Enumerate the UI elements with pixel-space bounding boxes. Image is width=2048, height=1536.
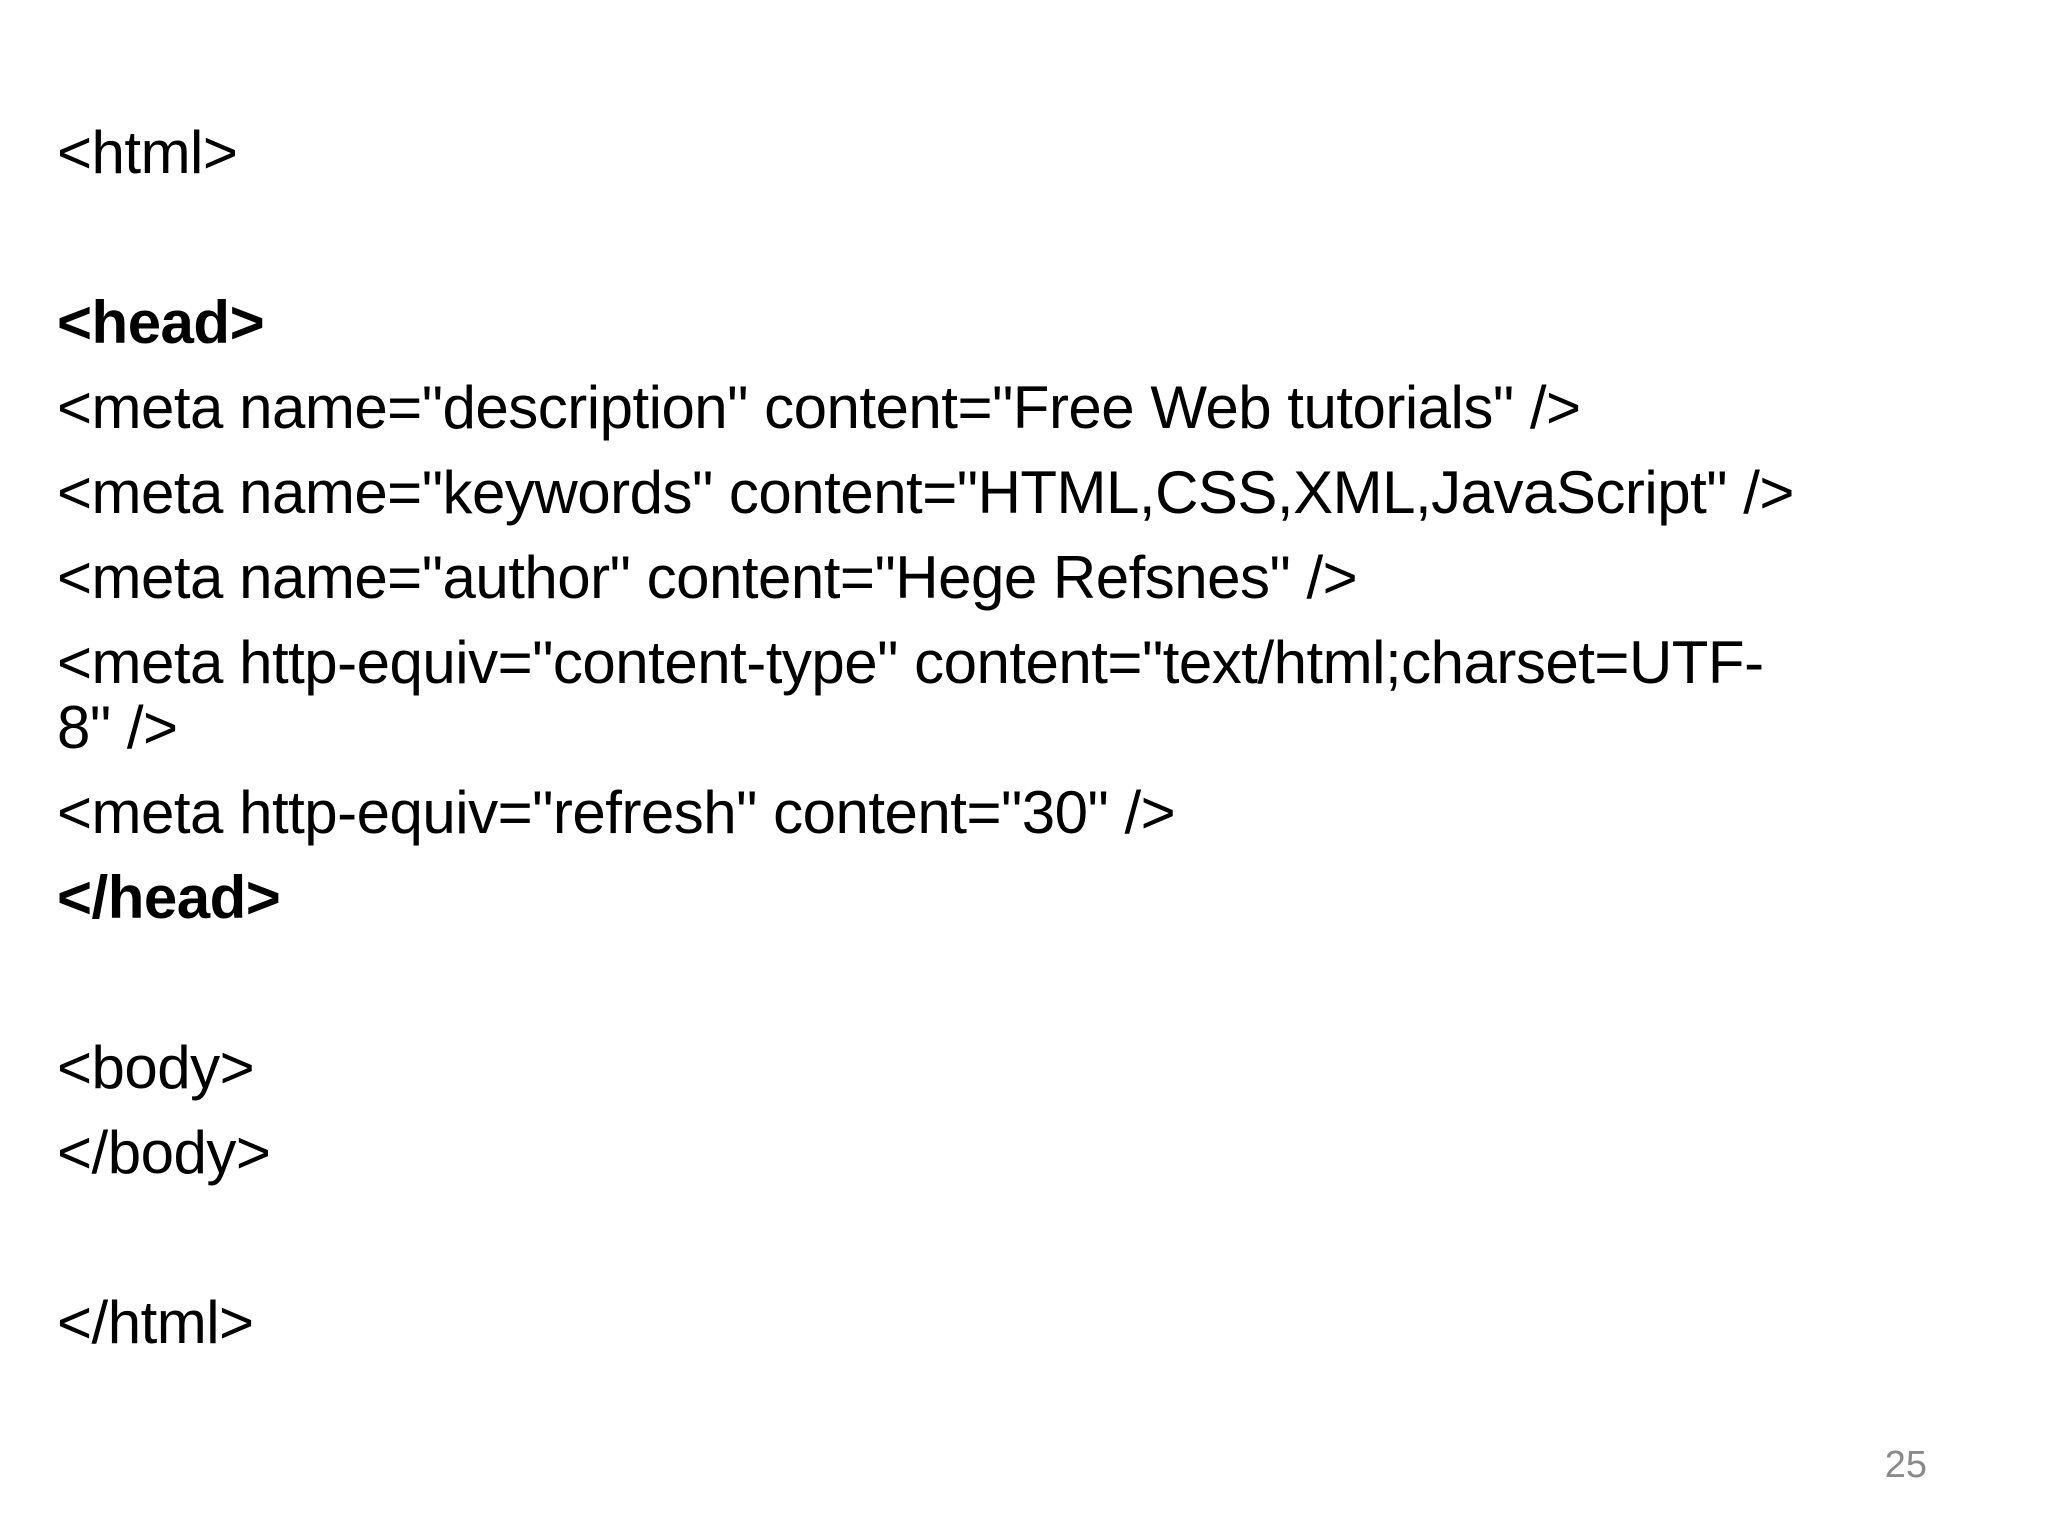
code-block: <html> <head> <meta name="description" con… — [57, 120, 2022, 1375]
code-line: <body> — [57, 1034, 255, 1101]
code-line: <html> — [57, 119, 238, 186]
code-line: <meta http-equiv="content-type" content=… — [57, 629, 1764, 761]
code-line: <meta name="description" content="Free W… — [57, 374, 1581, 441]
code-blank-line — [57, 1205, 2022, 1270]
code-line: <meta name="author" content="Hege Refsne… — [57, 544, 1358, 611]
code-blank-line — [57, 950, 2022, 1015]
code-line: <meta http-equiv="refresh" content="30" … — [57, 779, 1176, 846]
code-line: </body> — [57, 1119, 271, 1186]
code-blank-line — [57, 205, 2022, 270]
code-line: <head> — [57, 289, 265, 356]
code-line: </head> — [57, 864, 281, 931]
page-number: 25 — [1884, 1444, 1927, 1486]
code-line: </html> — [57, 1289, 254, 1356]
code-line: <meta name="keywords" content="HTML,CSS,… — [57, 459, 1794, 526]
